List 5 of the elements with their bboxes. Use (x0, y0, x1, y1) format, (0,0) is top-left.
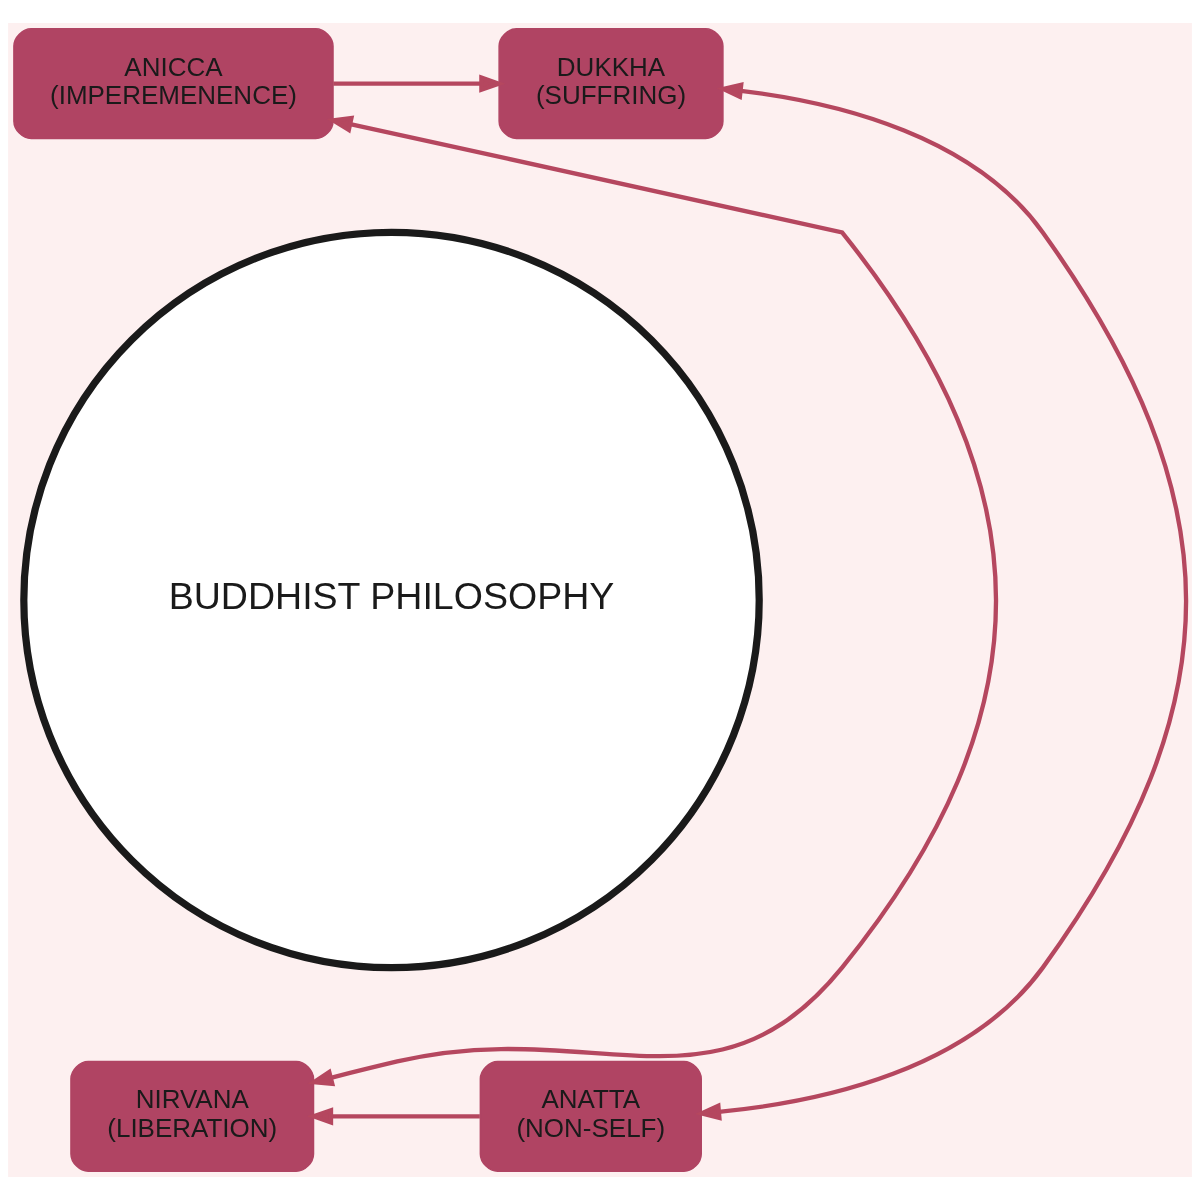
node-box: ANATTA (NON-SELF) (479, 1060, 702, 1172)
node-box: DUKKHA (SUFFRING) (498, 28, 724, 140)
node-box: ANICCA (IMPEREMENENCE) (13, 28, 334, 140)
node-box: NIRVANA (LIBERATION) (70, 1060, 315, 1172)
node-circle: BUDDHIST PHILOSOPHY (20, 228, 763, 972)
